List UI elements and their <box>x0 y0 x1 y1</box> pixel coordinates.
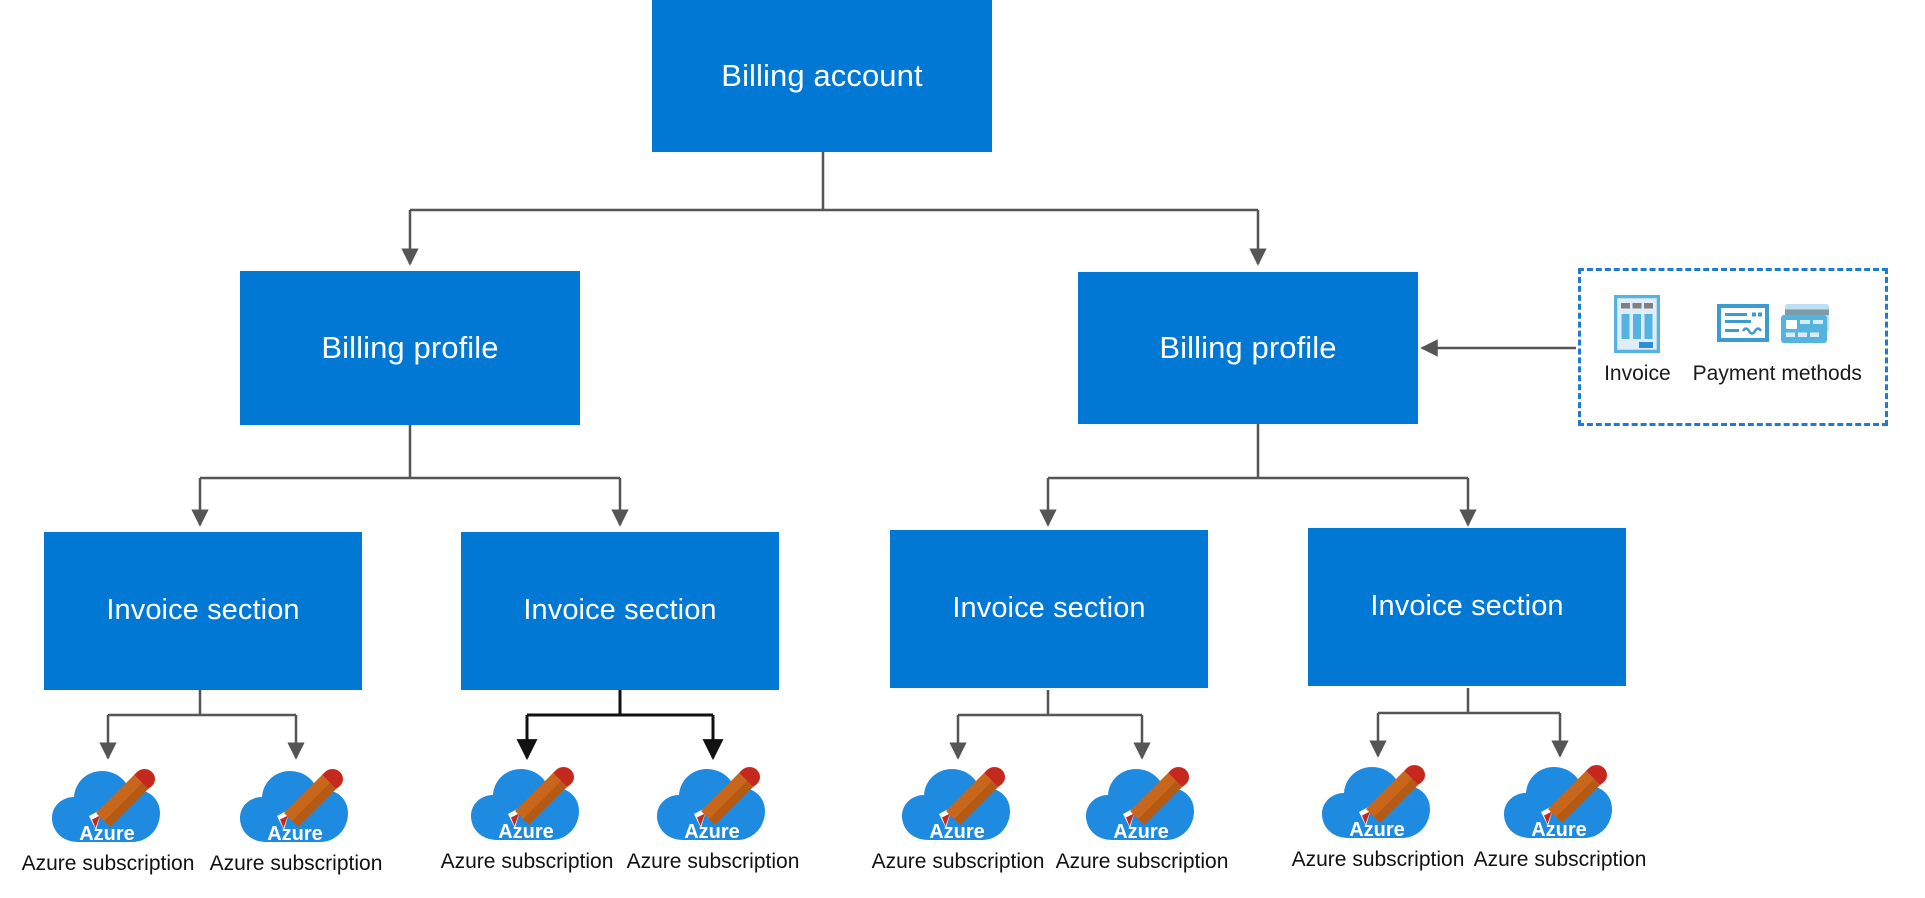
subscription-5-label: Azure subscription <box>871 850 1045 873</box>
legend-item-payment-methods[interactable]: Payment methods <box>1693 293 1862 386</box>
node-billing-profile-2-label: Billing profile <box>1159 330 1337 366</box>
wire-section2-to-subs <box>516 690 724 761</box>
node-invoice-section-3[interactable]: Invoice section <box>890 530 1208 688</box>
wire-profile2-to-sections <box>1039 424 1477 527</box>
svg-text:Azure: Azure <box>1349 819 1405 841</box>
azure-subscription-icon: Azure <box>1504 765 1612 841</box>
wire-account-to-profiles <box>401 152 1267 266</box>
legend-item-invoice-label: Invoice <box>1604 362 1671 385</box>
legend-item-payment-methods-label: Payment methods <box>1692 362 1862 385</box>
node-invoice-section-1[interactable]: Invoice section <box>44 532 362 690</box>
node-invoice-section-2-label: Invoice section <box>523 594 717 627</box>
node-invoice-section-4[interactable]: Invoice section <box>1308 528 1626 686</box>
subscription-5[interactable]: Azure Azure subscription <box>853 756 1063 874</box>
subscription-2-label: Azure subscription <box>209 852 383 875</box>
node-invoice-section-2[interactable]: Invoice section <box>461 532 779 690</box>
subscription-3-label: Azure subscription <box>440 850 614 873</box>
subscription-3[interactable]: Azure Azure subscription <box>422 756 632 874</box>
azure-subscription-icon: Azure <box>471 767 579 843</box>
node-billing-profile-1-label: Billing profile <box>321 330 499 366</box>
legend-item-invoice[interactable]: Invoice <box>1604 293 1671 386</box>
subscription-6[interactable]: Azure Azure subscription <box>1037 756 1247 874</box>
svg-text:Azure: Azure <box>1531 819 1587 841</box>
wire-section4-to-subs <box>1369 688 1569 758</box>
wire-section1-to-subs <box>99 690 305 760</box>
svg-text:Azure: Azure <box>498 821 554 843</box>
subscription-6-label: Azure subscription <box>1055 850 1229 873</box>
node-invoice-section-3-label: Invoice section <box>952 592 1146 625</box>
azure-subscription-icon: Azure <box>1086 767 1194 843</box>
azure-subscription-icon: Azure <box>52 769 160 845</box>
node-invoice-section-1-label: Invoice section <box>106 594 300 627</box>
svg-text:Azure: Azure <box>79 823 135 845</box>
subscription-4-label: Azure subscription <box>626 850 800 873</box>
wire-section3-to-subs <box>949 690 1151 760</box>
credit-card-icon <box>1781 304 1830 343</box>
check-icon <box>1717 304 1770 342</box>
subscription-8[interactable]: Azure Azure subscription <box>1455 754 1665 872</box>
svg-text:Azure: Azure <box>684 821 740 843</box>
svg-text:Azure: Azure <box>267 823 323 845</box>
subscription-7[interactable]: Azure Azure subscription <box>1273 754 1483 872</box>
azure-subscription-icon: Azure <box>902 767 1010 843</box>
azure-subscription-icon: Azure <box>657 767 765 843</box>
invoice-document-icon <box>1614 295 1661 353</box>
subscription-8-label: Azure subscription <box>1473 848 1647 871</box>
subscription-1[interactable]: Azure Azure subscription <box>3 758 213 876</box>
svg-text:Azure: Azure <box>1113 821 1169 843</box>
node-billing-profile-2[interactable]: Billing profile <box>1078 272 1418 424</box>
subscription-4[interactable]: Azure Azure subscription <box>608 756 818 874</box>
azure-subscription-icon: Azure <box>240 769 348 845</box>
svg-text:Azure: Azure <box>929 821 985 843</box>
subscription-2[interactable]: Azure Azure subscription <box>191 758 401 876</box>
legend-payment-artifacts: Invoice <box>1578 268 1888 426</box>
node-billing-profile-1[interactable]: Billing profile <box>240 271 580 425</box>
node-billing-account[interactable]: Billing account <box>652 0 992 152</box>
node-billing-account-label: Billing account <box>721 58 923 94</box>
subscription-7-label: Azure subscription <box>1291 848 1465 871</box>
azure-subscription-icon: Azure <box>1322 765 1430 841</box>
subscription-1-label: Azure subscription <box>21 852 195 875</box>
node-invoice-section-4-label: Invoice section <box>1370 590 1564 623</box>
wire-profile1-to-sections <box>191 425 629 527</box>
